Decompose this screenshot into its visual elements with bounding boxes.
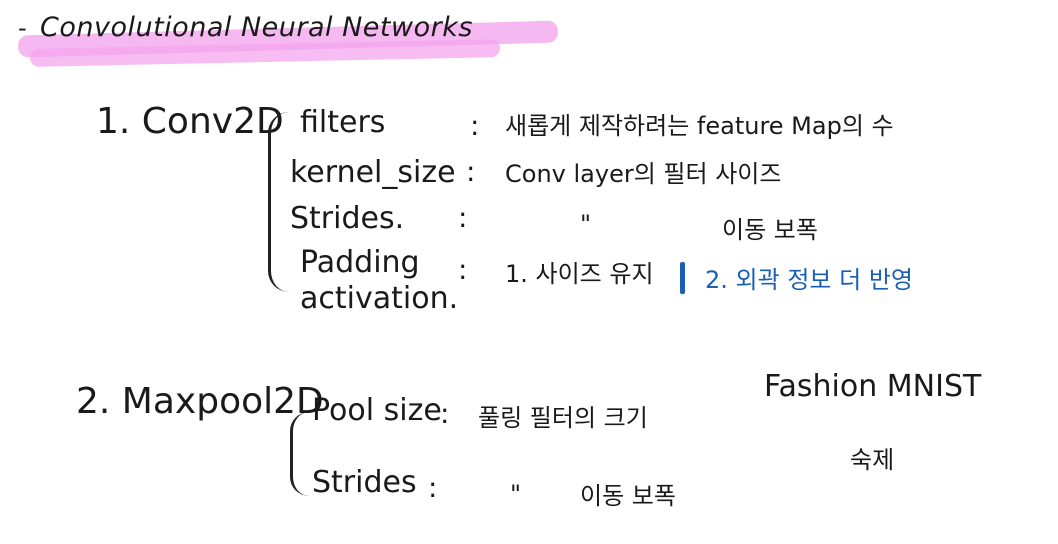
colon: : xyxy=(458,201,468,234)
ditto-mark: " xyxy=(510,480,522,508)
colon: : xyxy=(458,253,468,286)
colon: : xyxy=(466,155,476,188)
brace xyxy=(290,412,309,496)
colon: : xyxy=(428,471,438,504)
desc-padding: 1. 사이즈 유지 xyxy=(505,260,654,288)
param-strides: Strides xyxy=(312,465,417,500)
desc-strides: 이동 보폭 xyxy=(722,216,818,244)
desc-kernel-size: Conv layer의 필터 사이즈 xyxy=(505,160,782,188)
param-pool-size: Pool size xyxy=(312,393,442,428)
desc-filters: 새롭게 제작하려는 feature Map의 수 xyxy=(505,112,894,140)
desc-padding-blue: 2. 외곽 정보 더 반영 xyxy=(705,266,913,294)
aside-homework: 숙제 xyxy=(850,446,895,474)
colon: : xyxy=(470,109,480,142)
brace xyxy=(268,112,289,292)
bullet: - xyxy=(18,14,27,42)
section-heading-maxpool2d: 2. Maxpool2D xyxy=(76,381,324,422)
param-filters: filters xyxy=(300,105,386,140)
aside-fashion-mnist: Fashion MNIST xyxy=(764,369,982,404)
page-title: Convolutional Neural Networks xyxy=(40,12,473,43)
desc-pool-size: 풀링 필터의 크기 xyxy=(478,404,648,432)
colon: : xyxy=(440,397,450,430)
desc-strides: 이동 보폭 xyxy=(580,482,676,510)
section-heading-conv2d: 1. Conv2D xyxy=(96,101,284,142)
param-padding: Padding xyxy=(300,245,420,280)
param-strides: Strides. xyxy=(290,201,405,236)
param-kernel-size: kernel_size xyxy=(290,155,456,190)
separator-bar xyxy=(680,262,685,294)
ditto-mark: " xyxy=(580,210,592,238)
param-activation: activation. xyxy=(300,281,459,316)
